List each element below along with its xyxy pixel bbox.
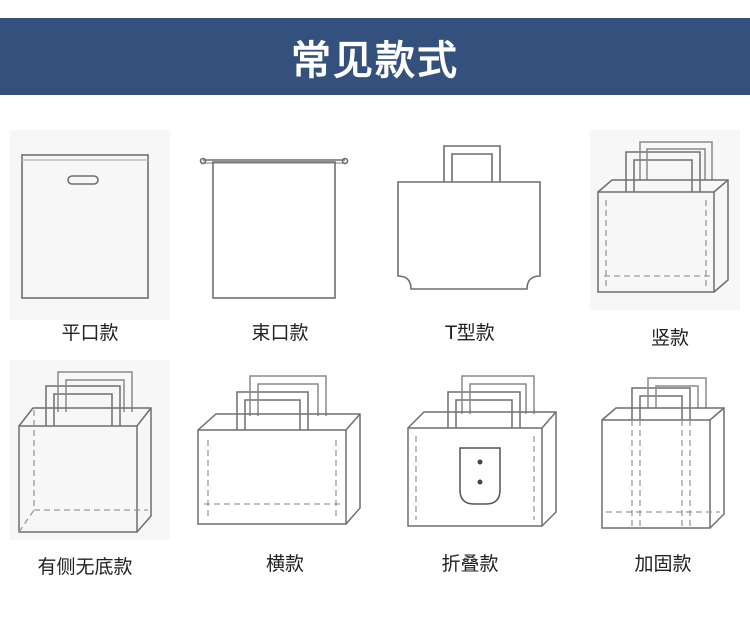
style-label-flat: 平口款 <box>61 322 119 344</box>
style-label-t-shaped: T型款 <box>445 322 495 344</box>
style-label-drawstring: 束口款 <box>251 322 309 344</box>
style-label-reinforced: 加固款 <box>634 553 692 575</box>
style-label-horizontal: 横款 <box>265 553 304 575</box>
style-label-side-no-bottom: 有侧无底款 <box>37 556 133 578</box>
header-banner: 常见款式 <box>0 18 750 95</box>
page-title: 常见款式 <box>291 37 459 84</box>
style-label-vertical: 竖款 <box>650 327 689 349</box>
card-background <box>10 130 170 320</box>
style-label-foldable: 折叠款 <box>441 553 499 575</box>
